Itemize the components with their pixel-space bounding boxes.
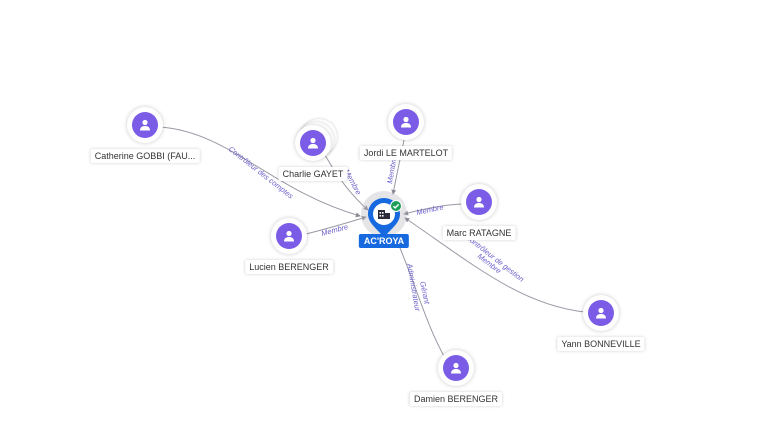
- avatar[interactable]: [271, 218, 307, 254]
- edge-charlie: [324, 154, 369, 211]
- edge-marc: [403, 203, 463, 216]
- avatar[interactable]: [127, 107, 163, 143]
- person-name[interactable]: Damien BERENGER: [409, 392, 503, 406]
- edge-jordi: [391, 139, 405, 195]
- check-circle-icon: [390, 200, 402, 212]
- person-name[interactable]: Charlie GAYET: [278, 167, 348, 181]
- avatar[interactable]: [583, 295, 619, 331]
- person-name[interactable]: Marc RATAGNE: [442, 226, 516, 240]
- edge-label-marc: Membre: [416, 202, 445, 217]
- avatar[interactable]: [461, 184, 497, 220]
- edge-label-lucien: Membre: [320, 222, 349, 238]
- person-name[interactable]: Catherine GOBBI (FAU...: [90, 149, 200, 163]
- person-name[interactable]: Jordi LE MARTELOT: [359, 146, 453, 160]
- person-icon: [401, 116, 411, 128]
- avatar[interactable]: [295, 125, 331, 161]
- edge-lucien: [305, 215, 367, 235]
- person-icon: [284, 230, 294, 242]
- person-icon: [308, 137, 318, 149]
- person-icon: [474, 196, 484, 208]
- person-icon: [596, 307, 606, 319]
- company-name[interactable]: AC'ROYA: [358, 234, 410, 248]
- edge-damien: [394, 235, 446, 359]
- edge-yann: [404, 217, 586, 313]
- person-name[interactable]: Yann BONNEVILLE: [557, 337, 645, 351]
- person-icon: [451, 362, 461, 374]
- edge-catherine: [159, 126, 361, 218]
- edge-label-yann-1: Contrôleur de gestion: [464, 232, 526, 283]
- avatar[interactable]: [388, 104, 424, 140]
- building-icon: [378, 210, 390, 219]
- person-name[interactable]: Lucien BERENGER: [245, 260, 333, 274]
- avatar[interactable]: [438, 350, 474, 386]
- person-icon: [140, 119, 150, 131]
